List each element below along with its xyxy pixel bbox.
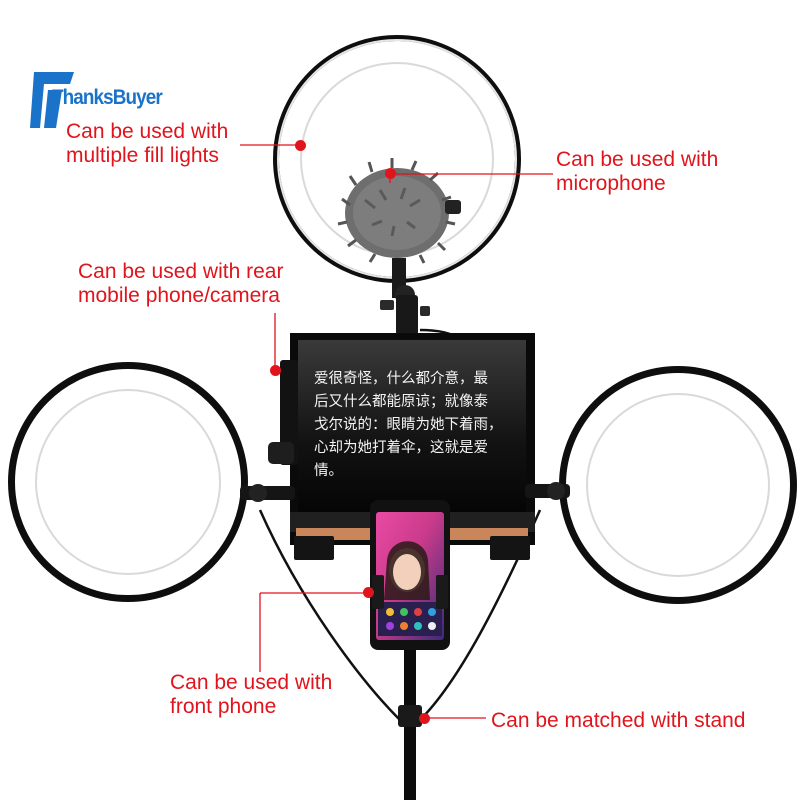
logo-mark-icon xyxy=(30,72,74,128)
callout-dot-stand xyxy=(419,713,430,724)
prompter-line: 心却为她打着伞，这就是爱 xyxy=(314,440,488,456)
callout-dot-rear-phone xyxy=(270,365,281,376)
callout-rear-phone: Can be used with rear mobile phone/camer… xyxy=(78,260,283,308)
left-ring-light xyxy=(8,362,248,602)
left-arm xyxy=(240,484,295,502)
callout-dot-front-phone xyxy=(363,587,374,598)
callout-fill-lights-line1: Can be used with xyxy=(66,120,229,143)
callout-rear-phone-line2: mobile phone/camera xyxy=(78,284,280,307)
callout-microphone-line2: microphone xyxy=(556,172,666,195)
callout-fill-lights: Can be used with multiple fill lights xyxy=(66,120,228,168)
right-arm xyxy=(525,482,570,500)
rear-phone-mount xyxy=(268,360,298,465)
ball-head-mount xyxy=(380,258,430,335)
callout-fill-lights-line2: multiple fill lights xyxy=(66,144,219,167)
callout-microphone: Can be used with microphone xyxy=(556,148,718,196)
callout-front-phone-line2: front phone xyxy=(170,695,277,718)
cable-left xyxy=(258,509,401,721)
callout-dot-fill-lights xyxy=(295,140,306,151)
stand-clamp xyxy=(398,705,422,727)
right-ring-light xyxy=(559,366,797,604)
callout-microphone-line1: Can be used with xyxy=(556,148,719,171)
prompter-line: 爱很奇怪，什么都介意，最 xyxy=(314,371,488,387)
prompter-line: 戈尔说的：眼睛为她下着雨， xyxy=(314,417,503,433)
callout-dot-microphone xyxy=(385,168,396,179)
front-phone xyxy=(370,500,450,650)
logo-text: ThanksBuyer xyxy=(52,86,163,109)
callout-rear-phone-line1: Can be used with rear xyxy=(78,260,284,283)
callout-front-phone: Can be used with front phone xyxy=(170,671,332,719)
callout-stand: Can be matched with stand xyxy=(491,709,746,732)
prompter-text: 爱很奇怪，什么都介意，最 后又什么都能原谅；就像泰 戈尔说的：眼睛为她下着雨， … xyxy=(314,368,514,483)
prompter-line: 后又什么都能原谅；就像泰 xyxy=(314,394,488,410)
prompter-line: 情。 xyxy=(314,463,343,479)
callout-lines xyxy=(240,144,553,719)
microphone xyxy=(337,158,461,267)
callout-front-phone-line1: Can be used with xyxy=(170,671,333,694)
brand-logo xyxy=(30,68,180,138)
